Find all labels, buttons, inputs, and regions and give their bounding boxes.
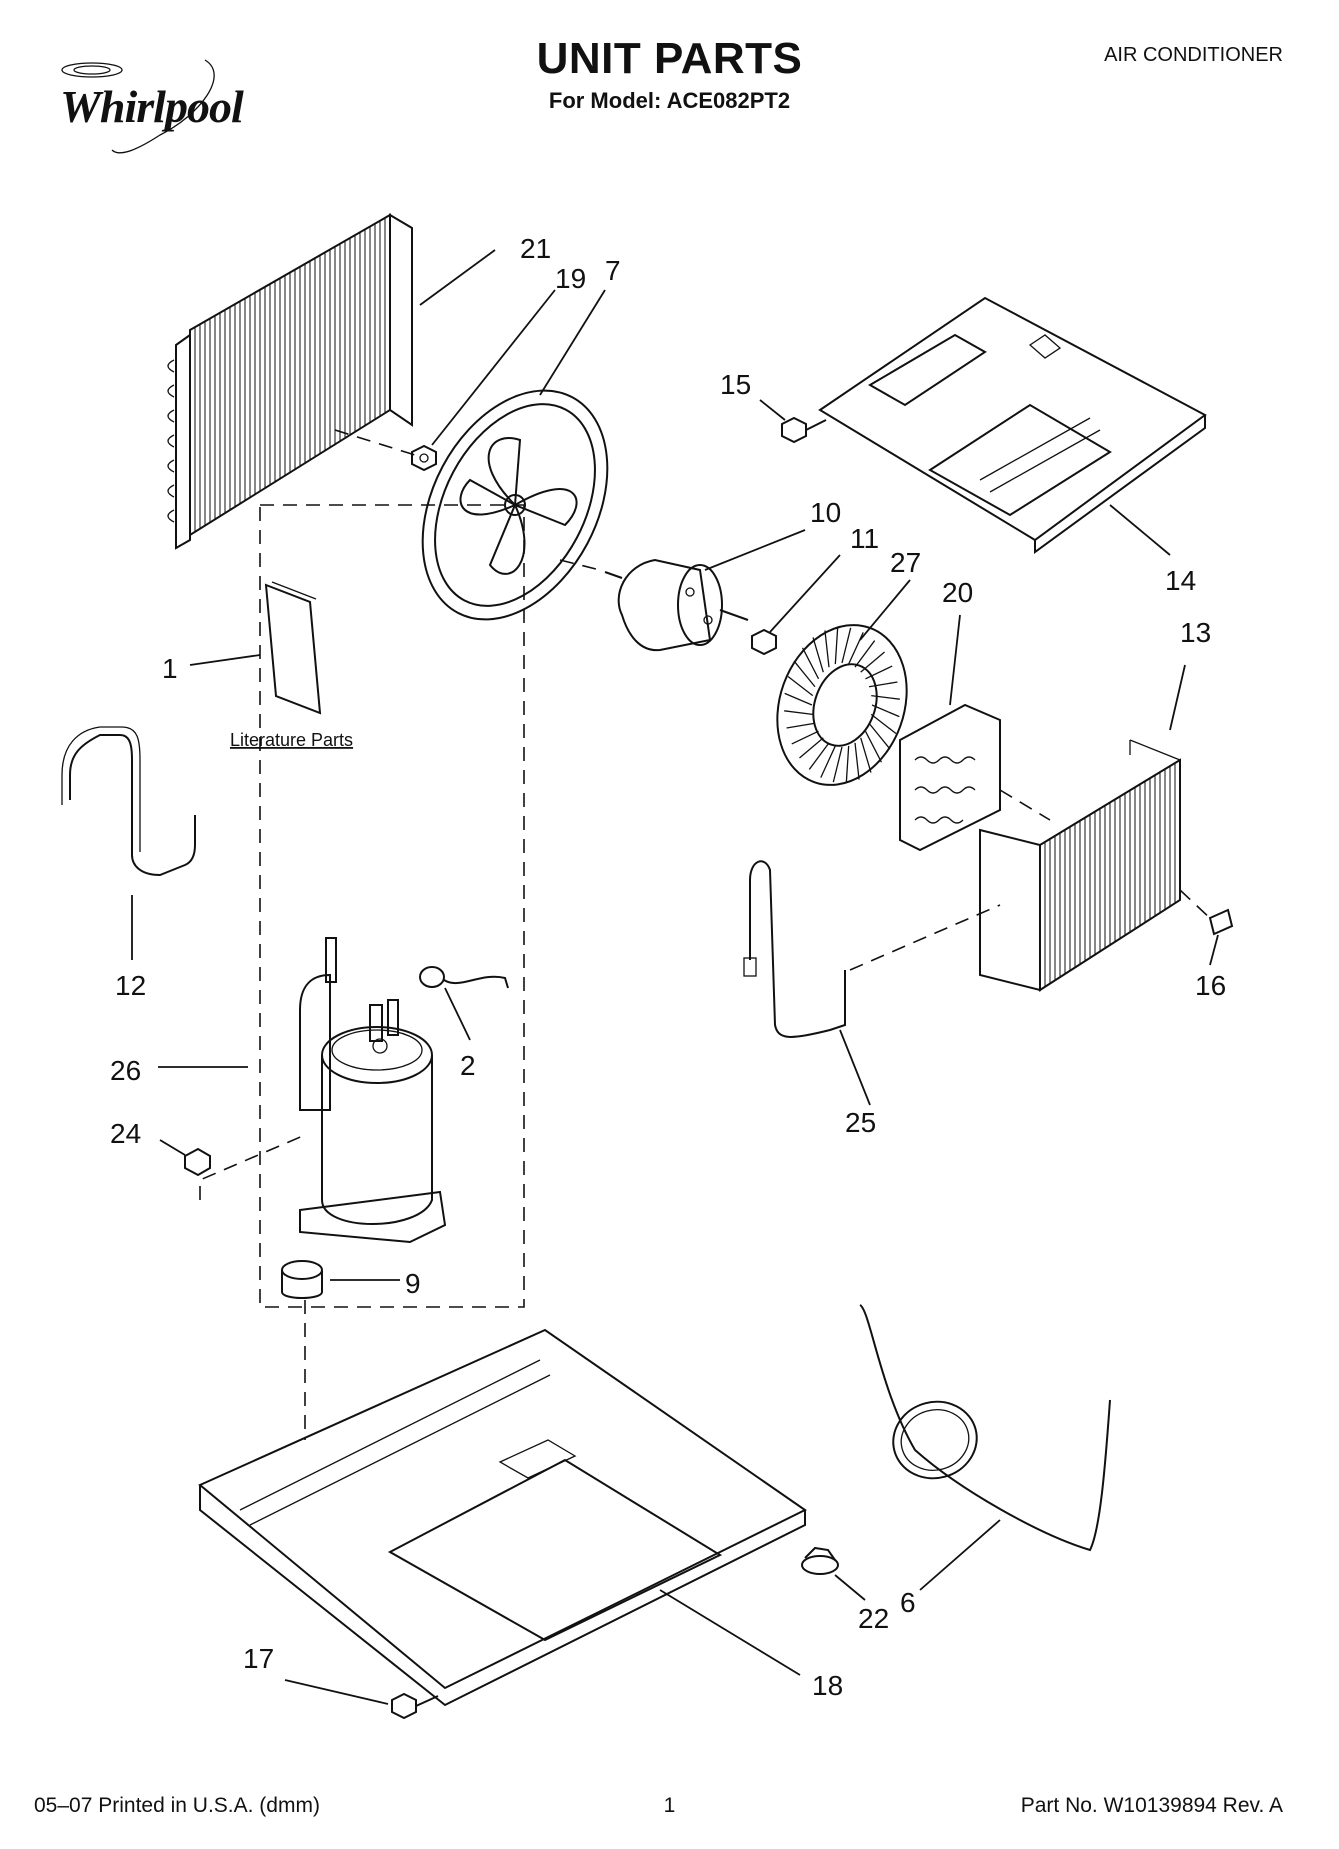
callout-numbers: 21 19 7 15 10 11 27 20 14 13 1 12 16 2 2… [110, 233, 1226, 1701]
brand-swirl-mark [61, 59, 215, 154]
blower-blade [812, 637, 824, 673]
callout-22: 22 [858, 1603, 889, 1634]
page-number: 1 [663, 1794, 676, 1817]
tube-25 [743, 860, 846, 1038]
blower-blade [784, 692, 813, 706]
part-number: Part No. W10139894 Rev. A [1020, 1794, 1283, 1817]
model-subtitle: For Model: ACE082PT2 [548, 88, 791, 113]
blower-blade [860, 737, 872, 773]
callout-6: 6 [900, 1587, 916, 1618]
condenser-coil [167, 213, 413, 550]
base-pan [198, 1328, 807, 1707]
callout-18: 18 [812, 1670, 843, 1701]
callout-10: 10 [810, 497, 841, 528]
callout-24: 24 [110, 1118, 141, 1149]
grommet [281, 1260, 323, 1299]
blower-blade [824, 630, 830, 668]
callout-17: 17 [243, 1643, 274, 1674]
heater-assembly [899, 703, 1001, 852]
blower-blade [868, 681, 898, 688]
callout-20: 20 [942, 577, 973, 608]
clip-16 [1208, 908, 1234, 936]
screw-15 [781, 416, 827, 444]
callout-2: 2 [460, 1050, 476, 1081]
evaporator-coil [979, 739, 1181, 992]
overload-protector [419, 966, 509, 989]
callout-leader-lines [131, 249, 1219, 1705]
partition-panel [818, 296, 1207, 554]
product-category: AIR CONDITIONER [1104, 44, 1283, 66]
blower-blade [864, 730, 883, 763]
blower-blade [871, 704, 900, 718]
callout-16: 16 [1195, 970, 1226, 1001]
literature-booklet [264, 581, 322, 715]
callout-7: 7 [605, 255, 621, 286]
nut-19 [411, 444, 437, 472]
page-title: UNIT PARTS [536, 34, 803, 83]
callout-21: 21 [520, 233, 551, 264]
callout-1: 1 [162, 653, 178, 684]
callout-15: 15 [720, 369, 751, 400]
blower-blade [870, 713, 897, 735]
thermal-switch [801, 1546, 839, 1575]
callout-13: 13 [1180, 617, 1211, 648]
compressor [299, 937, 447, 1244]
blower-blade [868, 722, 891, 750]
nut-24 [184, 1147, 211, 1177]
thermostat-sensor [859, 1304, 1111, 1552]
blower-blade [845, 745, 850, 783]
condenser-fan-blade [421, 389, 609, 621]
blower-blade [860, 651, 885, 673]
blower-blade [871, 695, 900, 700]
blower-wheel [776, 624, 908, 786]
compressor-group-outline [259, 504, 525, 1308]
fan-motor [604, 558, 749, 652]
screw-17 [391, 1692, 439, 1720]
blower-blade [793, 660, 816, 688]
blower-blade [801, 647, 820, 680]
callout-14: 14 [1165, 565, 1196, 596]
blower-blade [784, 710, 813, 715]
assembly-dashed-lines [199, 429, 1213, 1440]
tube-12 [61, 726, 196, 877]
blower-blade [787, 675, 814, 697]
brand-logo: Whirlpool [60, 81, 244, 132]
blower-blade [834, 627, 839, 665]
callout-25: 25 [845, 1107, 876, 1138]
callout-11: 11 [850, 523, 879, 554]
nut-11 [751, 628, 777, 656]
literature-parts-label: Literature Parts [230, 730, 353, 750]
blower-blade [854, 640, 876, 668]
blower-blade [799, 737, 824, 759]
blower-blade [832, 746, 843, 783]
callout-9: 9 [405, 1268, 421, 1299]
blower-blade [791, 730, 819, 745]
blower-blade [854, 742, 860, 780]
blower-blade [820, 745, 836, 778]
callout-19: 19 [555, 263, 586, 294]
callout-12: 12 [115, 970, 146, 1001]
blower-blade [841, 627, 852, 664]
blower-blade [865, 665, 893, 680]
blower-blade [808, 742, 830, 770]
callout-27: 27 [890, 547, 921, 578]
print-info: 05–07 Printed in U.S.A. (dmm) [34, 1794, 320, 1817]
callout-26: 26 [110, 1055, 141, 1086]
blower-blade [786, 722, 816, 729]
